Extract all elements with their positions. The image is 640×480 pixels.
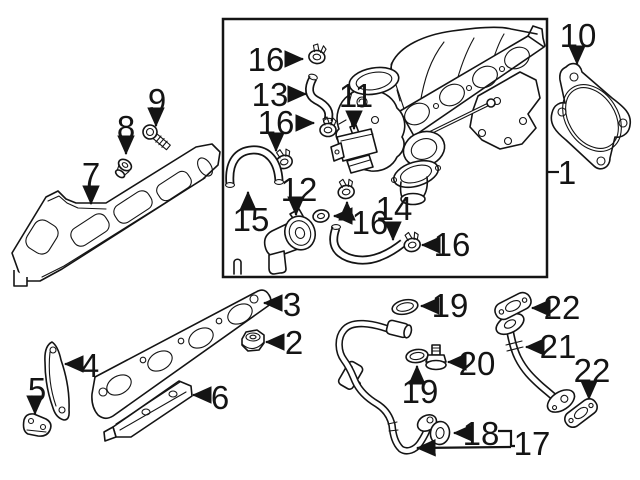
callout-16b[interactable]: 16	[258, 104, 295, 141]
part-bolt-9	[142, 124, 171, 151]
part-stud	[233, 258, 242, 275]
part-clamp-16c	[335, 176, 356, 201]
part-diverter-valve-12	[263, 208, 317, 275]
assembly-box	[221, 17, 549, 279]
callout-8[interactable]: 8	[117, 109, 135, 146]
callout-16d[interactable]: 16	[434, 226, 471, 263]
callout-22a[interactable]: 22	[544, 289, 581, 326]
part-manifold-gasket-3	[91, 289, 272, 420]
callout-12[interactable]: 12	[281, 171, 318, 208]
callout-18[interactable]: 18	[463, 415, 500, 452]
callout-6[interactable]: 6	[211, 379, 229, 416]
part-bracket-4	[44, 341, 70, 421]
callout-21[interactable]: 21	[540, 328, 577, 365]
callout-13[interactable]: 13	[252, 76, 289, 113]
part-clamp-16d	[400, 229, 423, 254]
part-grommet	[312, 209, 330, 223]
callout-arrows	[26, 45, 598, 457]
part-turbo-gasket-10	[550, 62, 632, 170]
callout-11[interactable]: 11	[339, 77, 373, 114]
part-bracket-5	[22, 413, 52, 437]
callout-1[interactable]: 1	[558, 154, 576, 191]
callout-20[interactable]: 20	[459, 345, 496, 382]
part-washer-18	[429, 420, 451, 446]
part-bracket-6	[103, 380, 193, 442]
callout-16c[interactable]: 16	[352, 204, 389, 241]
part-oil-return-pipe-21	[495, 312, 576, 413]
part-nut-2	[241, 329, 265, 352]
part-heat-shield	[11, 143, 221, 287]
callout-19a[interactable]: 19	[432, 287, 469, 324]
part-valve-11	[330, 124, 378, 174]
part-clamp-16b	[319, 116, 337, 138]
part-turbocharger-assembly	[335, 25, 546, 206]
part-clamp-16a	[307, 42, 328, 66]
part-gasket-22b	[564, 397, 598, 429]
part-bolt-20	[425, 344, 447, 371]
callout-4[interactable]: 4	[81, 347, 99, 384]
callout-7[interactable]: 7	[82, 156, 100, 193]
callout-5[interactable]: 5	[28, 371, 46, 408]
callout-10[interactable]: 10	[560, 17, 597, 54]
part-fastener-8	[114, 158, 133, 179]
callout-19b[interactable]: 19	[402, 373, 439, 410]
callout-15[interactable]: 15	[233, 201, 270, 238]
callout-3[interactable]: 3	[283, 286, 301, 323]
callout-16a[interactable]: 16	[248, 41, 285, 78]
callout-22b[interactable]: 22	[574, 352, 611, 389]
callout-9[interactable]: 9	[148, 82, 166, 119]
part-hose-15	[224, 145, 285, 188]
part-oring-19b	[405, 348, 429, 364]
callout-17[interactable]: 17	[514, 425, 551, 462]
part-hose-13	[304, 73, 334, 125]
callout-14[interactable]: 14	[376, 190, 413, 227]
part-oring-19a	[391, 298, 419, 316]
part-gasket-22a	[494, 291, 532, 321]
callout-2[interactable]: 2	[285, 324, 303, 361]
